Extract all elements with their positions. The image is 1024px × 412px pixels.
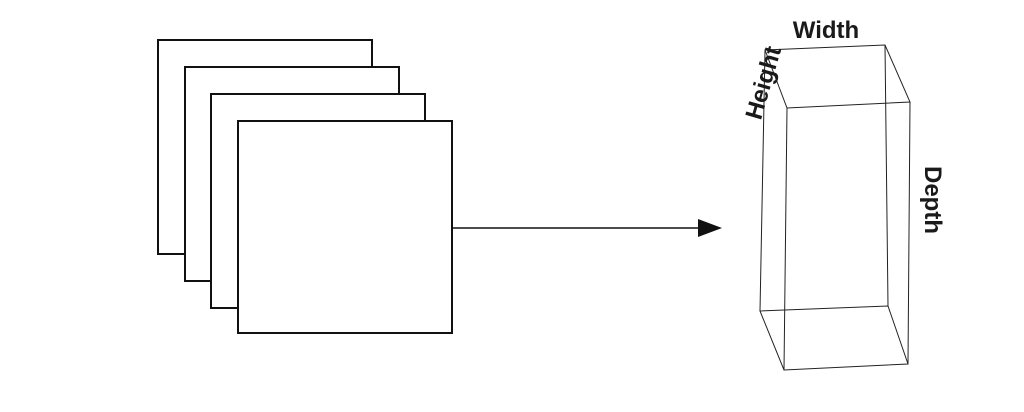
stack-layer-4 xyxy=(237,120,453,334)
cuboid-top-face xyxy=(764,44,911,109)
cuboid-bottom-face xyxy=(759,305,909,371)
height-label: Height xyxy=(741,43,788,122)
cuboid-edge-back-right xyxy=(884,44,889,307)
cuboid-edge-front-left xyxy=(783,107,788,371)
wireframe-cuboid xyxy=(759,44,911,371)
cuboid-edge-front-right xyxy=(907,101,911,365)
width-label: Width xyxy=(793,17,859,44)
layer-stack xyxy=(157,39,453,334)
transform-arrow xyxy=(452,219,722,237)
depth-label: Depth xyxy=(919,166,946,234)
cuboid-edge-back-left xyxy=(759,49,766,312)
arrow-head-icon xyxy=(698,219,722,237)
